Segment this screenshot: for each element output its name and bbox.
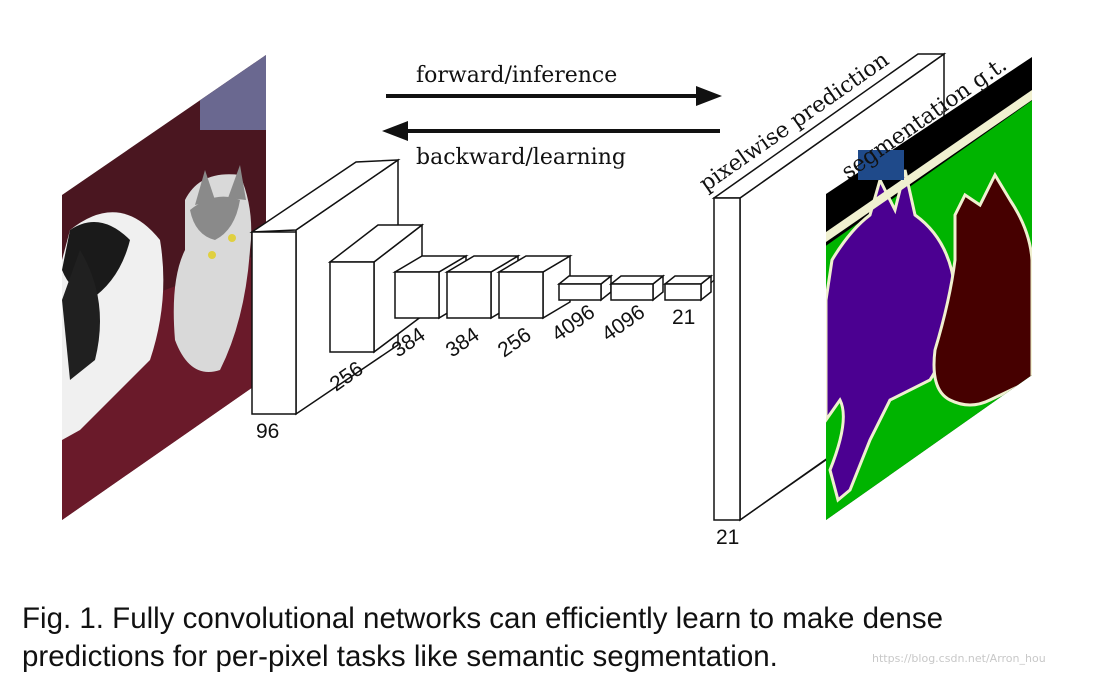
fc-block-7 xyxy=(608,274,666,302)
input-image xyxy=(62,55,266,520)
caption-line-1: Fig. 1. Fully convolutional networks can… xyxy=(22,602,943,635)
connector-lines xyxy=(710,279,827,521)
conv-block-2 xyxy=(327,223,425,354)
backward-arrow xyxy=(382,121,720,141)
conv-block-4 xyxy=(444,254,521,320)
layer-label: 384 xyxy=(442,323,484,362)
backward-label: backward/learning xyxy=(416,145,626,170)
gt-tag xyxy=(858,150,904,180)
watermark: https://blog.csdn.net/Arron_hou xyxy=(872,652,1046,665)
output-label: 21 xyxy=(716,526,739,549)
segmentation-ground-truth xyxy=(826,57,1032,520)
forward-label: forward/inference xyxy=(416,63,617,88)
layer-label: 96 xyxy=(256,420,279,443)
forward-arrow xyxy=(386,86,722,106)
figure-caption: Fig. 1. Fully convolutional networks can… xyxy=(22,600,1102,676)
layer-label: 21 xyxy=(672,306,695,329)
layer-label: 4096 xyxy=(598,300,649,346)
conv-block-5 xyxy=(496,254,573,320)
layer-label: 256 xyxy=(494,323,536,362)
caption-line-2: predictions for per-pixel tasks like sem… xyxy=(22,640,778,673)
fc-block-6 xyxy=(556,274,614,302)
encoder-layers xyxy=(249,158,714,416)
fc-block-8 xyxy=(662,274,714,302)
